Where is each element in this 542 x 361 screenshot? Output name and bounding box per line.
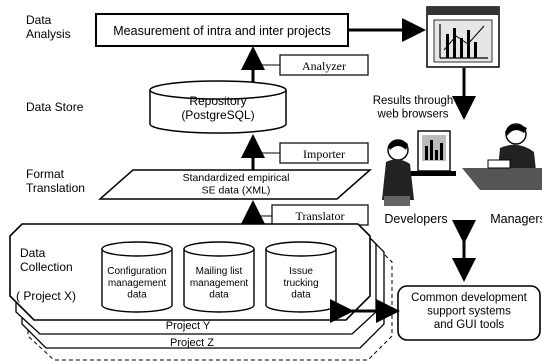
xml-parallelogram bbox=[98, 169, 372, 200]
cylinder-mailing-list bbox=[183, 241, 255, 313]
project-z-label: Project Z bbox=[170, 337, 214, 349]
analyzer-label: Analyzer bbox=[302, 59, 346, 73]
data-collection-project: ( Project X) bbox=[16, 289, 76, 303]
project-y-label: Project Y bbox=[166, 320, 211, 332]
translator-label: Translator bbox=[296, 209, 345, 223]
measurement-box bbox=[95, 13, 349, 47]
manager-illustration bbox=[462, 123, 542, 190]
repository-cylinder bbox=[149, 80, 287, 134]
cylinder-issue-tracking bbox=[265, 241, 337, 313]
project-z-dashed-outline bbox=[27, 249, 393, 361]
developer-illustration bbox=[382, 130, 456, 206]
browser-chart-icon bbox=[426, 6, 500, 68]
managers-label: Managers bbox=[490, 212, 542, 226]
layer-label-data-store: Data Store bbox=[26, 100, 84, 114]
developers-label: Developers bbox=[384, 212, 447, 226]
cylinder-configuration bbox=[101, 241, 173, 313]
importer-label: Importer bbox=[303, 147, 345, 161]
measurement-text: Measurement of intra and inter projects bbox=[113, 24, 330, 38]
repository-text: Repository(PostgreSQL) bbox=[181, 94, 254, 122]
